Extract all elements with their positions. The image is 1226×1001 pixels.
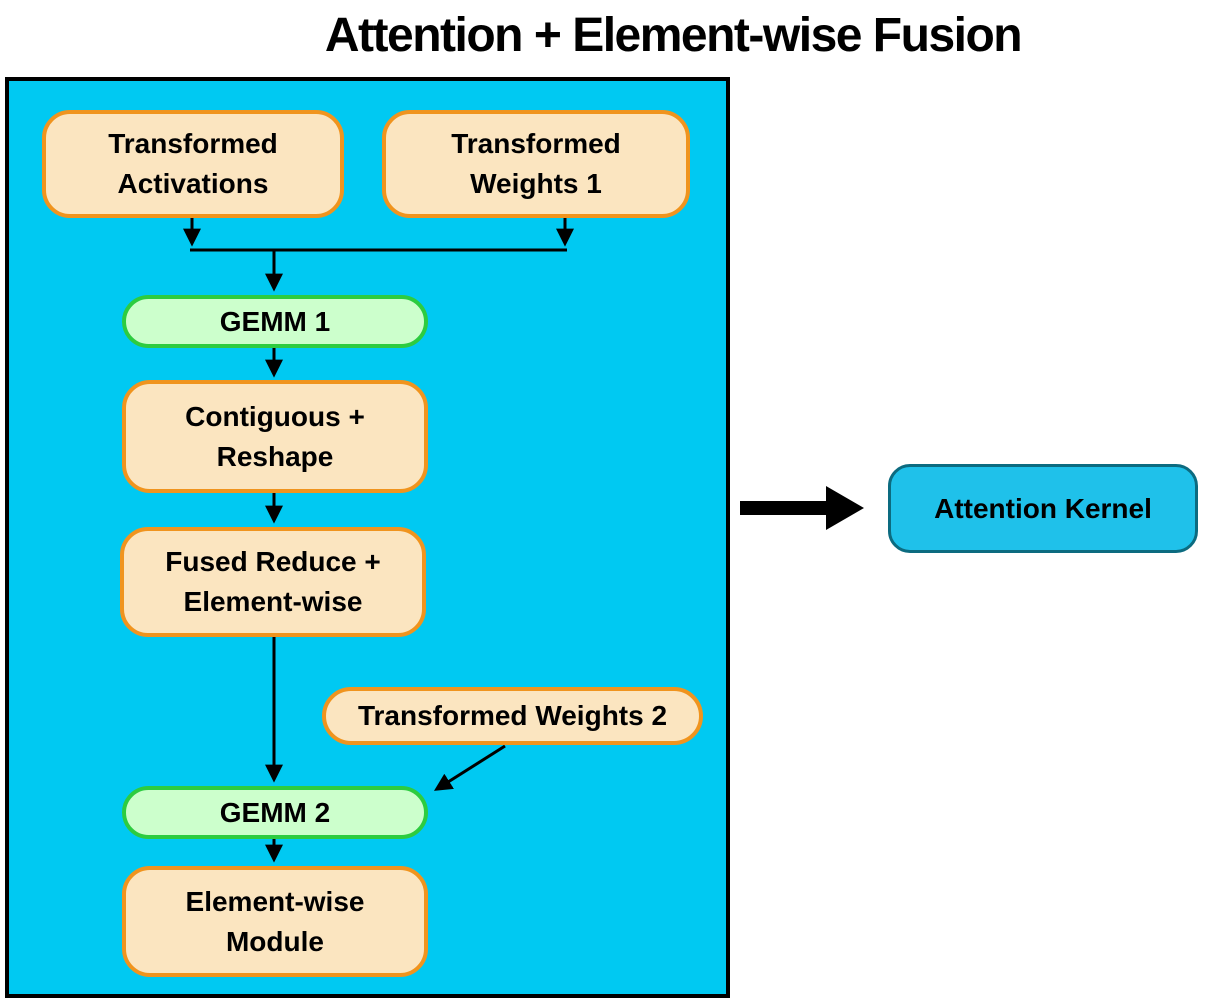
node-gemm-1: GEMM 1 bbox=[122, 295, 428, 348]
node-label: Contiguous + Reshape bbox=[185, 400, 365, 472]
node-transformed-activations: Transformed Activations bbox=[42, 110, 344, 218]
node-label: Transformed Activations bbox=[108, 128, 278, 199]
node-label: Attention Kernel bbox=[934, 492, 1152, 524]
node-label: Element-wise Module bbox=[185, 885, 365, 957]
node-elementwise-module: Element-wise Module bbox=[122, 866, 428, 977]
node-transformed-weights-2: Transformed Weights 2 bbox=[322, 687, 703, 745]
node-fused-reduce-elementwise: Fused Reduce + Element-wise bbox=[120, 527, 426, 637]
node-contiguous-reshape: Contiguous + Reshape bbox=[122, 380, 428, 493]
node-label: Transformed Weights 2 bbox=[357, 700, 668, 732]
node-label: Transformed Weights 1 bbox=[451, 128, 621, 199]
arrow-pipeline-to-kernel bbox=[740, 486, 864, 530]
node-label: GEMM 1 bbox=[219, 305, 331, 337]
node-transformed-weights-1: Transformed Weights 1 bbox=[382, 110, 690, 218]
node-label: Fused Reduce + Element-wise bbox=[165, 546, 381, 617]
node-gemm-2: GEMM 2 bbox=[122, 786, 428, 839]
node-attention-kernel: Attention Kernel bbox=[888, 464, 1198, 553]
node-label: GEMM 2 bbox=[219, 796, 331, 828]
diagram-title: Attention + Element-wise Fusion bbox=[324, 9, 1023, 62]
